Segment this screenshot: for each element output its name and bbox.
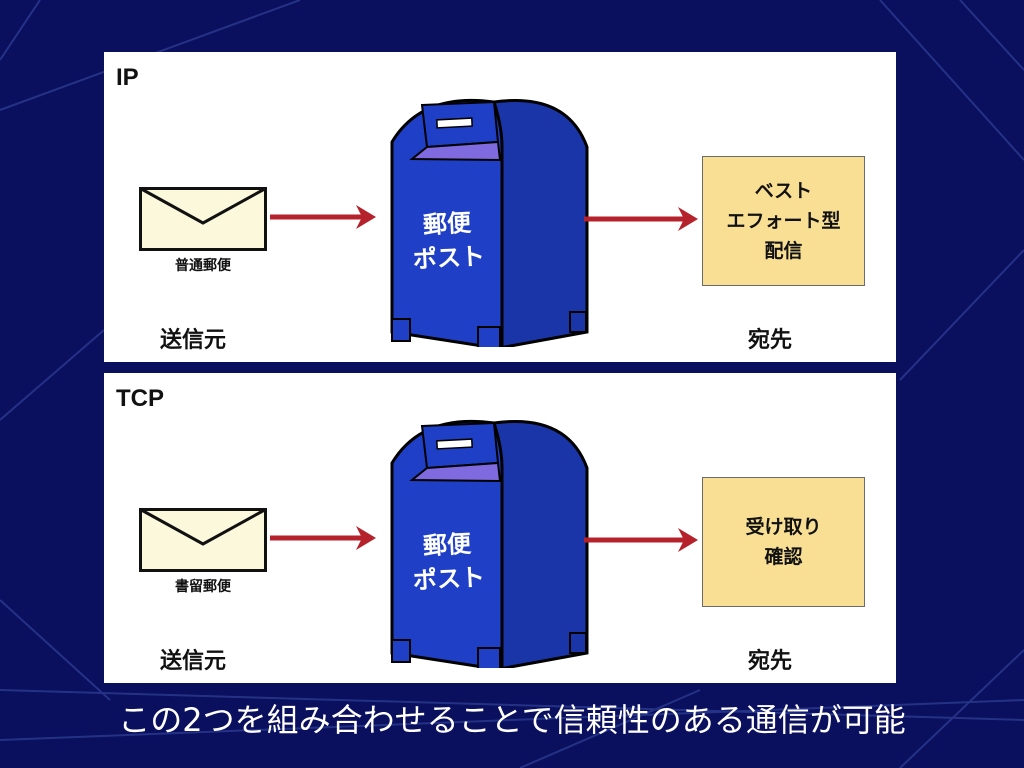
mailbox-label-line1: 郵便 [422,529,472,561]
mailbox-label: 郵便 ポスト [396,525,499,598]
slide-caption: この2つを組み合わせることで信頼性のある通信が可能 [118,701,906,739]
destination-label: 宛先 [748,328,793,353]
mailbox-label-line2: ポスト [412,563,486,595]
mail-type-caption: 普通郵便 [175,258,231,274]
mailbox-label-line2: ポスト [412,242,486,274]
mailbox-icon: 郵便 ポスト [382,87,592,347]
delivery-type-line: 配信 [764,240,803,262]
delivery-type-line: 受け取り [745,516,822,538]
destination-label: 宛先 [748,649,793,674]
delivery-type-line: ベスト [754,180,813,202]
arrow-right-icon [270,202,378,232]
mailbox-label-line1: 郵便 [422,208,472,240]
delivery-type-box: ベスト エフォート型 配信 [702,156,865,286]
delivery-type-line: 確認 [764,546,803,568]
sender-label: 送信元 [160,649,227,674]
ip-panel-title: IP [116,64,139,91]
tcp-panel: TCP 書留郵便 郵便 ポスト [104,373,896,683]
mailbox-icon: 郵便 ポスト [382,408,592,668]
mail-type-caption: 書留郵便 [175,579,231,595]
arrow-right-icon [584,204,700,234]
delivery-type-line: エフォート型 [726,210,841,232]
arrow-right-icon [584,525,700,555]
arrow-right-icon [270,523,378,553]
envelope-icon [139,187,267,251]
ip-panel: IP 普通郵便 郵便 ポスト [104,52,896,362]
envelope-icon [139,508,267,572]
tcp-panel-title: TCP [116,385,164,412]
mailbox-label: 郵便 ポスト [396,204,499,277]
sender-label: 送信元 [160,328,227,353]
delivery-type-box: 受け取り 確認 [702,477,865,607]
